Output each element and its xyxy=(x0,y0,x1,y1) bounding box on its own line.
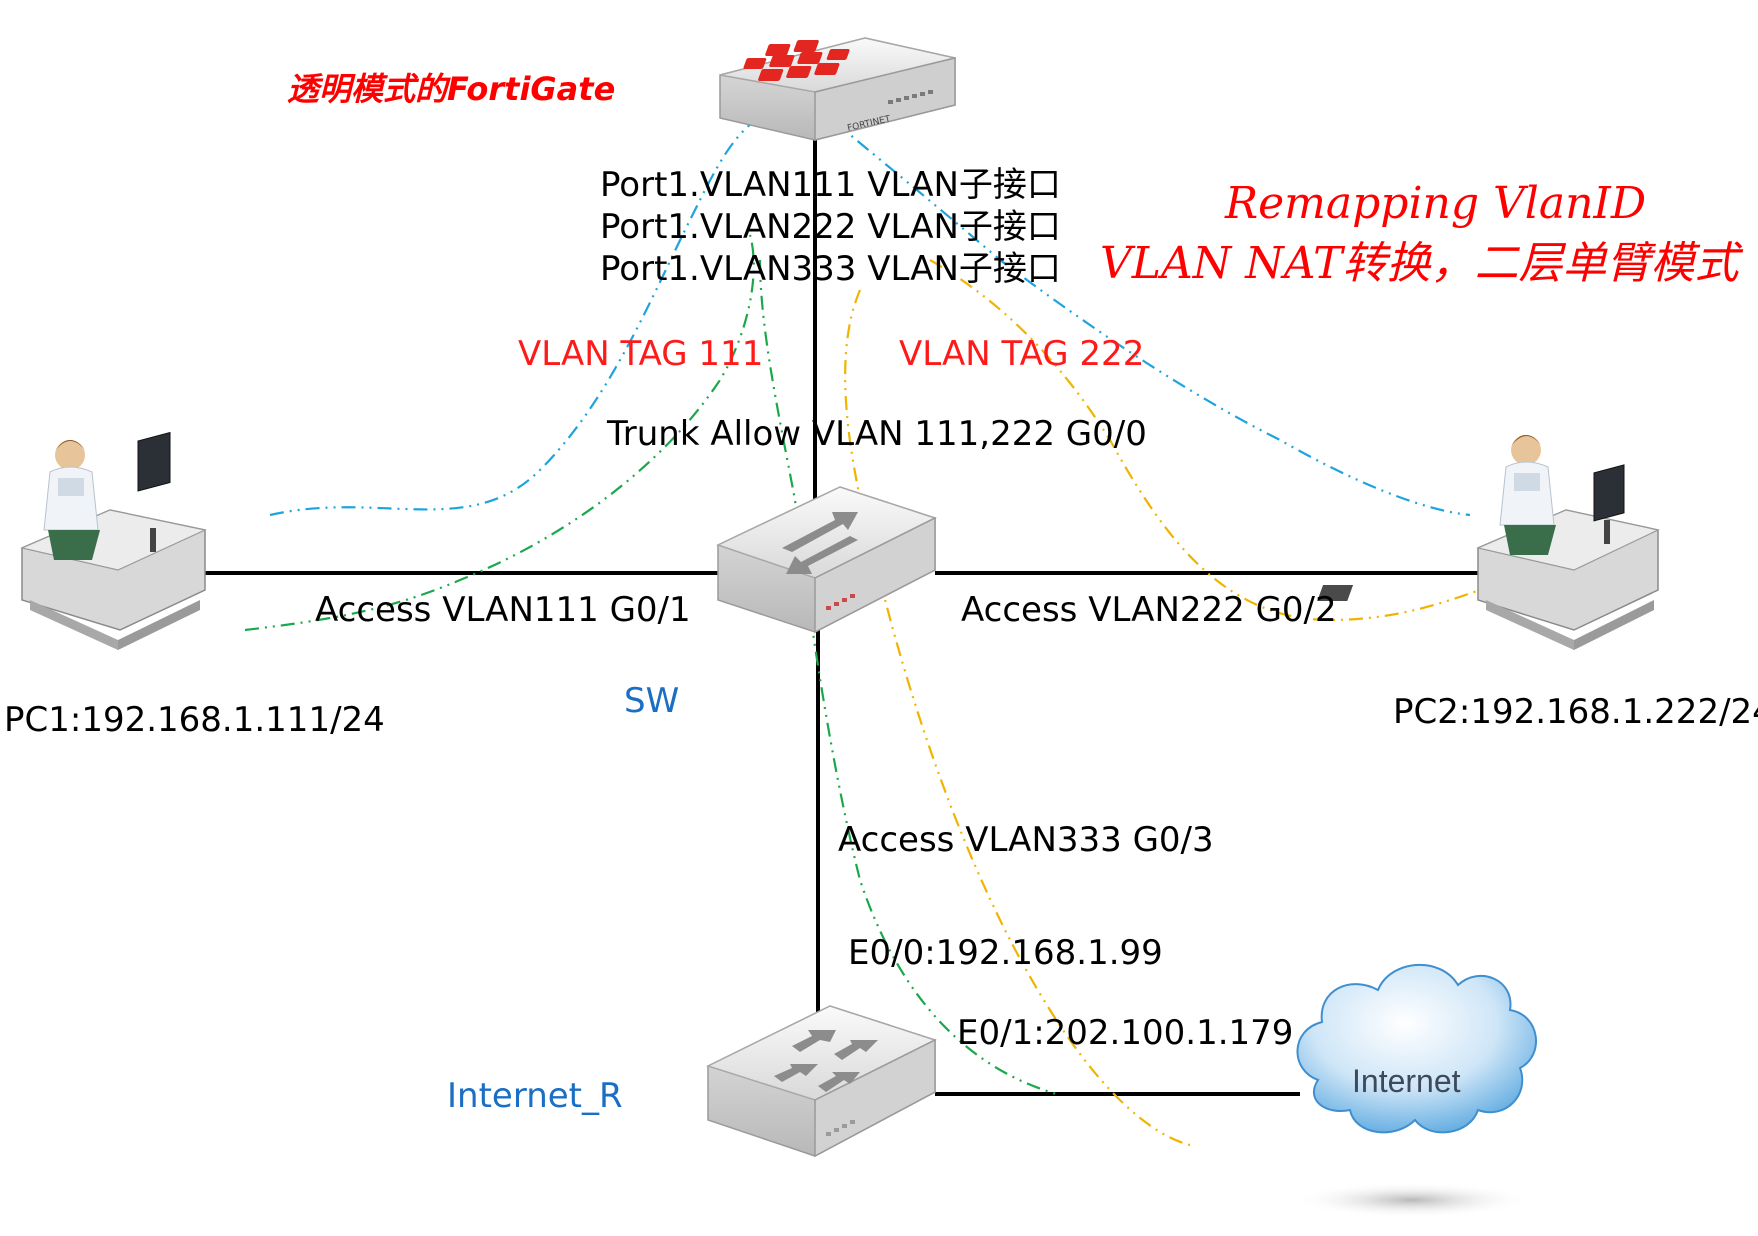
vlan-tag-111-label: VLAN TAG 111 xyxy=(518,334,763,374)
remapping-title-line1: Remapping VlanID xyxy=(1224,178,1646,229)
switch-arrows-icon xyxy=(782,512,858,574)
cloud-icon xyxy=(1296,963,1537,1134)
fortigate-title: 透明模式的FortiGate xyxy=(287,70,615,108)
pc1-monitor-icon xyxy=(137,431,171,492)
trunk-label: Trunk Allow VLAN 111,222 G0/0 xyxy=(606,414,1147,454)
subinterface-label-3: Port1.VLAN333 VLAN子接口 xyxy=(600,249,1061,289)
router-e00-label: E0/0:192.168.1.99 xyxy=(848,933,1163,973)
pc1-user-body-icon xyxy=(43,466,99,531)
access-g01-label: Access VLAN111 G0/1 xyxy=(315,590,691,630)
flow-blue-pc1 xyxy=(269,103,791,517)
pc1-workstation xyxy=(20,431,207,650)
pc2-user-head-icon xyxy=(1511,435,1541,465)
pc2-label: PC2:192.168.1.222/24 xyxy=(1393,692,1758,732)
flow-orange-pc2 xyxy=(929,259,1481,622)
switch-sw-device xyxy=(716,486,937,634)
router-e01-label: E0/1:202.100.1.179 xyxy=(957,1013,1293,1053)
pc1-label: PC1:192.168.1.111/24 xyxy=(4,700,385,740)
physical-links xyxy=(200,130,1485,1096)
flow-blue-pc2 xyxy=(829,117,1471,517)
router-internet-r-device xyxy=(705,1005,937,1158)
pc1-user-head-icon xyxy=(55,440,85,470)
fortinet-logo-icon xyxy=(743,40,850,81)
vlan-tag-222-label: VLAN TAG 222 xyxy=(899,334,1144,374)
access-g02-label: Access VLAN222 G0/2 xyxy=(961,590,1337,630)
router-label: Internet_R xyxy=(447,1076,623,1116)
pc2-monitor-icon xyxy=(1593,464,1625,522)
switch-leds-icon xyxy=(826,594,855,610)
flow-green-pc1 xyxy=(244,234,755,632)
flow-green-router xyxy=(758,259,1061,1097)
fortigate-device: FORTINET xyxy=(719,37,956,141)
subinterface-label-2: Port1.VLAN222 VLAN子接口 xyxy=(600,207,1061,247)
sw-label: SW xyxy=(624,681,679,721)
access-g03-label: Access VLAN333 G0/3 xyxy=(838,820,1214,860)
internet-cloud: Internet xyxy=(1292,963,1537,1218)
router-arrows-icon xyxy=(774,1030,878,1092)
router-leds-icon xyxy=(826,1120,855,1136)
pc2-user-body-icon xyxy=(1499,461,1555,526)
fortigate-port-leds-icon xyxy=(888,90,933,104)
cloud-label: Internet xyxy=(1352,1063,1461,1099)
pc2-workstation xyxy=(1317,435,1660,650)
subinterface-label-1: Port1.VLAN111 VLAN子接口 xyxy=(600,165,1061,205)
remapping-title-line2: VLAN NAT转换，二层单臂模式 xyxy=(1100,238,1743,289)
flow-orange-router xyxy=(844,289,1191,1147)
traffic-flows xyxy=(244,103,1481,1147)
